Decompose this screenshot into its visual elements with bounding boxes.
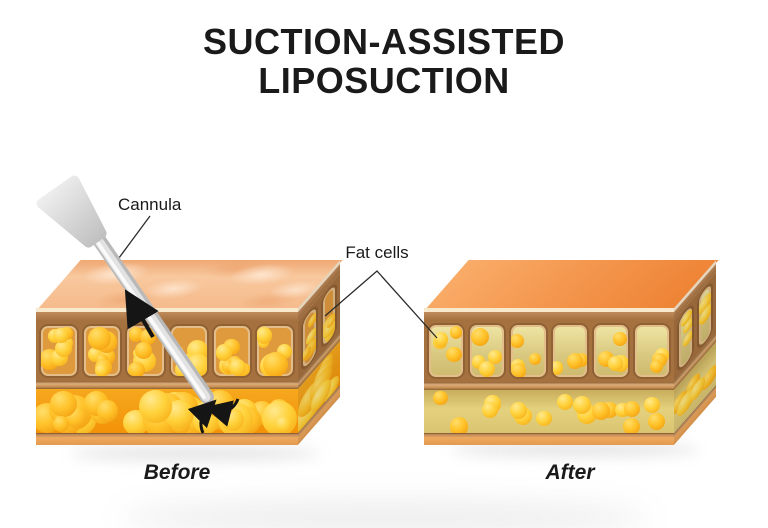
fat-sphere <box>471 328 490 347</box>
before-label: Before <box>143 461 211 484</box>
after-block-shadow <box>450 443 700 456</box>
tissue-separator <box>424 382 674 390</box>
fat-sphere <box>566 353 584 370</box>
fat-sphere <box>446 346 462 363</box>
base-tissue-layer <box>424 433 674 445</box>
fat-cell <box>82 324 123 378</box>
fat-sphere <box>511 363 527 377</box>
fat-sphere <box>135 342 152 359</box>
fat-sphere <box>449 326 463 339</box>
before-front-face <box>36 308 298 445</box>
fat-sphere <box>622 417 640 433</box>
fat-sphere <box>128 361 145 376</box>
fat-sphere <box>608 356 623 371</box>
fat-cell <box>550 323 589 379</box>
skin-surface-before <box>36 260 343 311</box>
fat-cell-layer <box>36 321 298 381</box>
fat-cell <box>254 324 296 378</box>
fat-sphere <box>509 402 527 420</box>
fat-sphere <box>95 363 109 376</box>
fat-sphere <box>433 390 448 406</box>
fat-sphere <box>552 361 564 375</box>
after-tissue-block <box>424 260 719 450</box>
fat-sphere <box>50 390 77 417</box>
tissue-separator <box>36 381 298 389</box>
fat-cell <box>39 324 80 378</box>
title-line2: LIPOSUCTION <box>258 60 510 101</box>
cannula-label: Cannula <box>118 195 182 214</box>
before-tissue-block <box>36 260 343 450</box>
fat-sphere <box>573 396 592 415</box>
page-title: SUCTION-ASSISTED LIPOSUCTION <box>0 22 768 100</box>
fat-sphere <box>256 327 272 344</box>
fat-sphere <box>205 390 234 419</box>
fat-sphere <box>275 415 293 433</box>
dermis-layer <box>424 312 674 320</box>
fat-cells-label: Fat cells <box>345 243 409 262</box>
fat-cell <box>468 323 507 379</box>
fat-sphere <box>511 333 524 348</box>
fat-sphere <box>649 360 663 373</box>
fat-sphere <box>478 361 495 377</box>
after-label: After <box>545 461 595 484</box>
fat-sphere <box>449 417 469 433</box>
cannula-leader-line <box>112 215 151 267</box>
fat-sphere <box>87 326 111 351</box>
bottom-vignette <box>120 500 650 528</box>
fat-sphere <box>53 327 69 344</box>
deep-fat-layer <box>36 389 298 433</box>
fat-sphere <box>624 401 641 418</box>
fat-sphere <box>647 413 665 430</box>
fat-cell <box>427 323 466 379</box>
fat-sphere <box>263 352 289 376</box>
fat-cells-leader-line <box>324 270 438 339</box>
epidermis-layer <box>424 308 674 312</box>
fat-cell <box>632 323 672 379</box>
fat-sphere <box>215 344 232 361</box>
base-tissue-layer <box>36 433 298 445</box>
fat-sphere <box>487 349 502 364</box>
fat-sphere <box>556 394 573 411</box>
skin-surface-after <box>424 260 719 311</box>
fat-sphere <box>96 400 119 422</box>
fat-sphere <box>53 415 70 432</box>
fat-sphere <box>529 353 542 366</box>
fat-cell <box>125 324 166 378</box>
fat-cell-layer <box>424 320 674 382</box>
fat-sphere <box>186 354 207 376</box>
fat-sphere <box>54 340 72 358</box>
fat-sphere <box>613 332 627 347</box>
fat-sphere <box>644 397 661 413</box>
fat-sphere <box>591 402 610 421</box>
fat-sphere <box>229 359 247 376</box>
fat-cell <box>509 323 548 379</box>
fat-cell <box>211 324 252 378</box>
fat-cell <box>168 324 209 378</box>
fat-sphere <box>433 332 449 347</box>
fat-cell <box>591 323 630 379</box>
fat-sphere <box>536 410 552 427</box>
title-line1: SUCTION-ASSISTED <box>202 21 566 62</box>
dermis-layer <box>36 312 298 321</box>
fat-sphere <box>481 402 498 419</box>
deep-fat-layer <box>424 390 674 433</box>
cannula-handle <box>36 175 107 248</box>
after-front-face <box>424 308 674 445</box>
fat-sphere <box>139 390 172 423</box>
before-block-shadow <box>70 447 320 460</box>
